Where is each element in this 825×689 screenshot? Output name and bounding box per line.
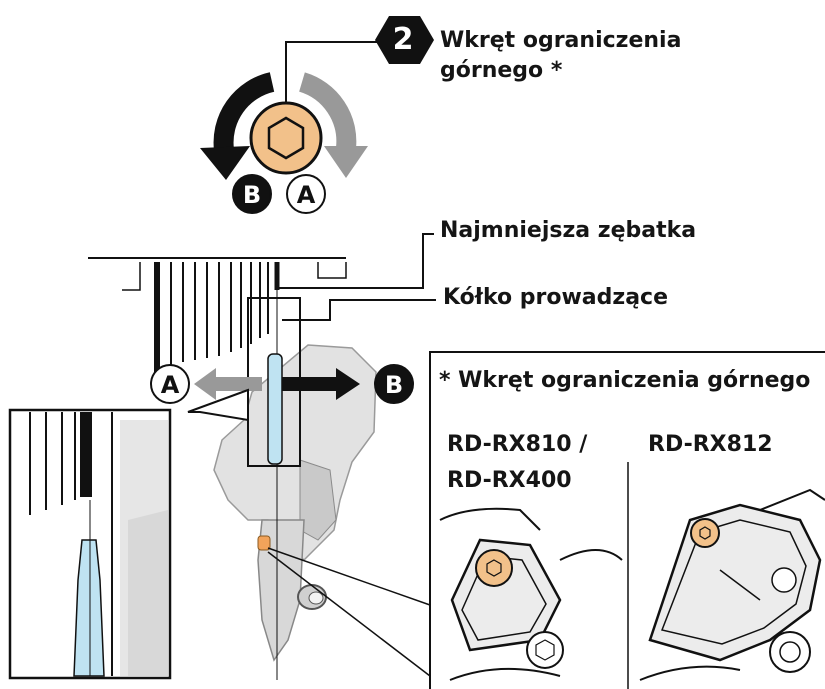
derailleur-cage — [257, 519, 305, 662]
guide-pulley — [267, 353, 283, 465]
model-left-screw-icon — [475, 549, 513, 587]
arrow-a-rotation-icon — [298, 72, 357, 150]
model-right-name: RD-RX812 — [648, 432, 773, 457]
direction-a-badge-top: A — [286, 174, 326, 214]
model-left-drawing — [439, 507, 623, 681]
zoom-inset — [8, 388, 249, 680]
arrow-right-b-icon — [282, 368, 360, 400]
smallest-cog-leader — [277, 233, 434, 289]
step-number: 2 — [392, 22, 414, 57]
arrow-a-head-icon — [324, 146, 368, 178]
upper-limit-screw-icon — [249, 101, 323, 175]
inset-guide-pulley — [73, 539, 105, 677]
step-badge — [375, 16, 434, 64]
derailleur-drawing — [88, 233, 436, 680]
direction-b-badge-top: B — [232, 174, 272, 214]
smallest-cog-label: Najmniejsza zębatka — [440, 218, 697, 243]
step-leader-line — [285, 41, 378, 103]
arrow-b-head-icon — [200, 146, 250, 180]
step-title-line1: Wkręt ograniczenia — [440, 28, 682, 53]
screw-location-marker — [257, 535, 271, 551]
model-left-name-line1: RD-RX810 / — [447, 432, 588, 457]
rotation-indicator — [200, 16, 434, 180]
direction-a-badge: A — [150, 364, 190, 404]
hex-socket-icon — [267, 116, 305, 160]
model-right-drawing — [639, 488, 825, 681]
step-title: Wkręt ograniczenia górnego * — [440, 26, 681, 86]
note-title: * Wkręt ograniczenia górnego — [439, 368, 811, 393]
direction-b-badge: B — [374, 364, 414, 404]
guide-pulley-label: Kółko prowadzące — [443, 285, 668, 310]
model-left-name-line2: RD-RX400 — [447, 468, 572, 493]
arrow-left-a-icon — [194, 368, 262, 400]
note-panel — [267, 351, 825, 689]
arrow-b-rotation-icon — [213, 72, 275, 152]
step-title-line2: górnego * — [440, 58, 563, 83]
guide-pulley-leader — [282, 299, 436, 321]
cassette-cogs — [122, 262, 347, 378]
model-right-screw-icon — [690, 518, 720, 548]
